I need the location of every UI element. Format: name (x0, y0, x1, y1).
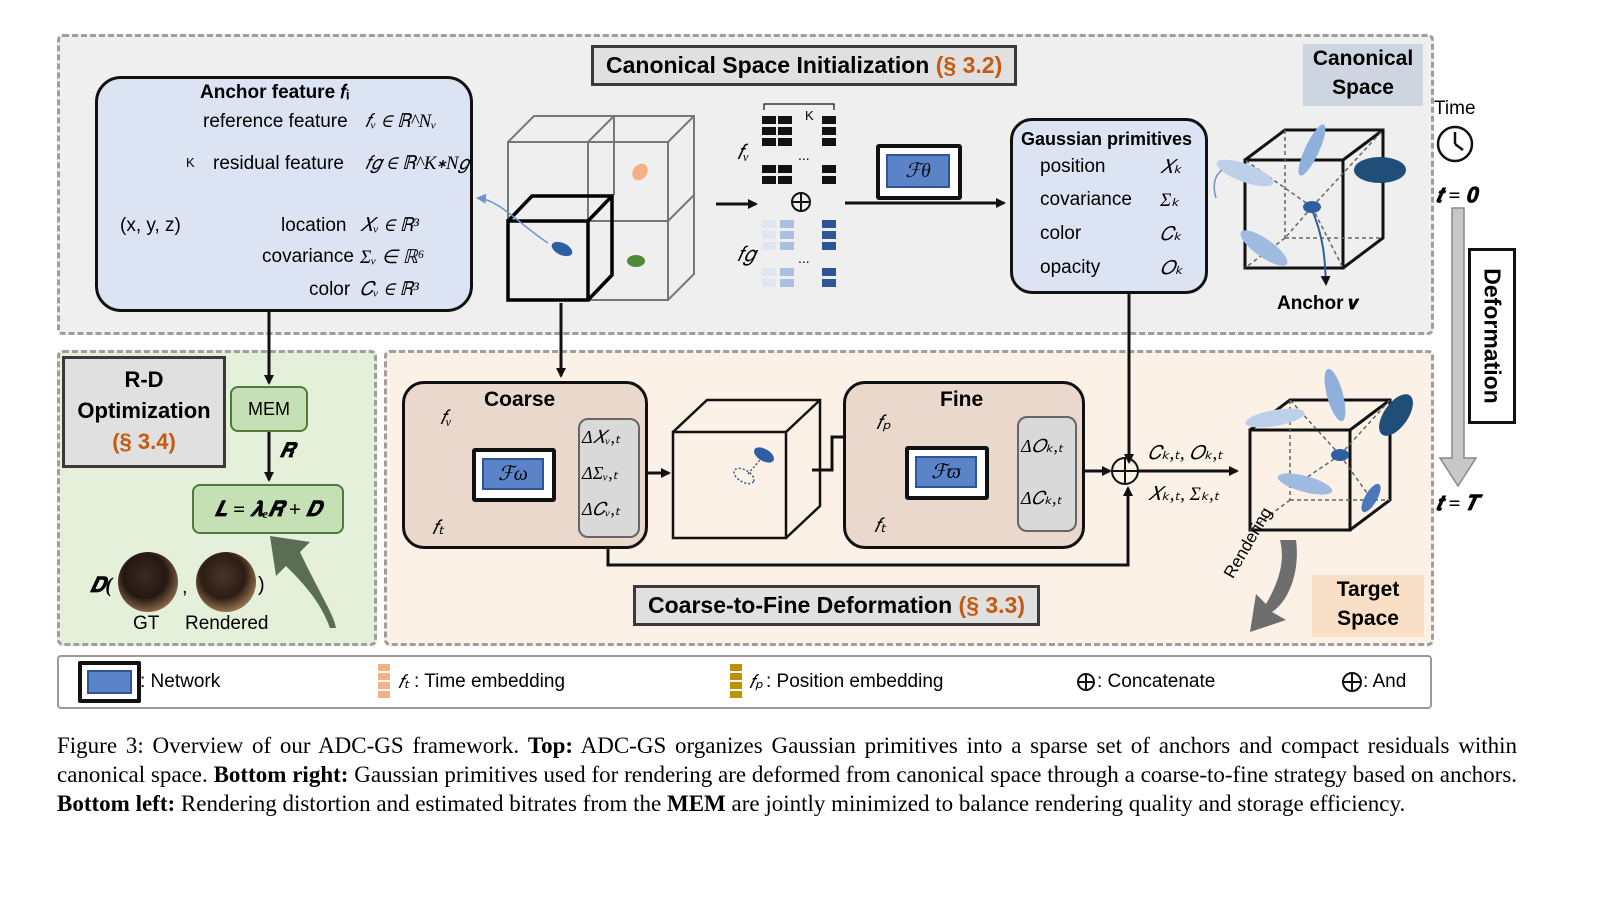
legend-network: : Network (140, 671, 221, 692)
anchor-v-label: Anchor 𝒗 (1277, 293, 1360, 314)
r-label: 𝑹 (280, 440, 295, 462)
color-label: color (309, 279, 351, 300)
gp-position: position (1040, 156, 1106, 177)
coarse-title: Coarse (484, 388, 556, 411)
output-bottom: 𝑋ₖ,ₜ, Σₖ,ₜ (1148, 484, 1220, 505)
residual-feature-math: 𝑓𝑔 ∈ ℝ^K∗N𝑔 (365, 153, 469, 174)
gt-image (118, 552, 178, 612)
legend-concat: : Concatenate (1097, 671, 1216, 692)
fine-delta-c: Δ𝐶ₖ,ₜ (1021, 488, 1062, 508)
green-gaussian (627, 255, 645, 267)
tT-label: 𝒕 = 𝑻 (1436, 491, 1478, 515)
gp-position-sym: 𝑋ₖ (1160, 157, 1182, 178)
fg-label: 𝑓𝑔 (737, 242, 756, 266)
rd-title-box: R-D Optimization (§ 3.4) (62, 356, 226, 468)
close-paren: ) (258, 574, 265, 596)
f-varpi-label: ℱϖ (915, 456, 977, 488)
legend-and-icon (1342, 672, 1362, 692)
fv-dots: ... (798, 147, 810, 163)
fine-ft: 𝑓ₜ (874, 515, 887, 537)
highlighted-voxel (506, 194, 614, 302)
time-label: Time (1434, 98, 1476, 119)
feedback-arrow (270, 536, 336, 628)
gp-color-sym: 𝐶ₖ (1160, 224, 1182, 245)
loss-box: 𝑳 = 𝝀ₑ𝑹 + 𝑫 (192, 484, 344, 534)
legend-time-icon (378, 664, 390, 700)
figure-caption: Figure 3: Overview of our ADC-GS framewo… (57, 733, 1518, 816)
legend-pos: : Position embedding (766, 671, 944, 692)
xyz-label: (x, y, z) (120, 215, 181, 236)
residual-feature-label: residual feature (213, 153, 344, 174)
coarse-ft: 𝑓ₜ (432, 517, 445, 539)
anchor-feature-title: Anchor feature 𝑓ᵢ (200, 82, 350, 103)
gp-opacity: opacity (1040, 257, 1101, 278)
legend-pos-sym: 𝑓ₚ (749, 672, 764, 693)
gp-covariance-sym: Σₖ (1160, 190, 1180, 211)
gp-covariance: covariance (1040, 189, 1132, 210)
gt-label: GT (133, 613, 160, 634)
color-math: 𝐶ᵥ ∈ ℝ³ (360, 279, 419, 300)
anchor-gaussian (551, 241, 573, 257)
fine-title: Fine (940, 388, 984, 411)
canonical-cube (1243, 128, 1385, 270)
clock-icon (1436, 125, 1474, 163)
gp-opacity-sym: 𝑂ₖ (1160, 258, 1183, 279)
fine-delta-box (1017, 416, 1077, 532)
gp-color: color (1040, 223, 1082, 244)
covariance-math: Σᵥ ∈ ℝ⁶ (360, 247, 425, 268)
fine-delta-o: Δ𝑂ₖ,ₜ (1021, 436, 1064, 456)
mem-box: MEM (230, 386, 308, 432)
coarse-fv: 𝑓ᵥ (440, 407, 452, 429)
fv-matrix (762, 116, 836, 184)
legend-concat-icon (1077, 673, 1095, 691)
network-f-theta: ℱθ (876, 144, 962, 200)
legend-time: : Time embedding (414, 671, 566, 692)
anchor-feature-panel (95, 76, 473, 312)
legend-network-icon (78, 661, 141, 703)
f-omega-label: ℱω (482, 458, 544, 490)
deformation-label-box: Deformation (1468, 248, 1516, 424)
orange-gaussian (632, 163, 648, 181)
comma: , (182, 576, 188, 598)
legend-and: : And (1363, 671, 1407, 692)
covariance-label: covariance (262, 246, 354, 267)
d-open: 𝑫( (90, 573, 113, 597)
reference-feature-label: reference feature (203, 111, 348, 132)
output-top: 𝐶ₖ,ₜ, 𝑂ₖ,ₜ (1148, 443, 1223, 464)
reference-feature-math: 𝑓ᵥ ∈ ℝ^Nᵥ (365, 111, 437, 132)
c2f-title: Coarse-to-Fine Deformation (§ 3.3) (633, 585, 1041, 626)
fg-dots: ... (798, 250, 810, 266)
gaussian-primitives-panel (1010, 118, 1208, 294)
location-label: location (281, 215, 347, 236)
rendered-image (196, 552, 256, 612)
deformation-arrow (1438, 207, 1478, 488)
legend-time-sym: 𝑓ₜ (398, 672, 410, 693)
f-theta-label: ℱθ (886, 154, 950, 188)
canonical-title: Canonical Space Initialization (§ 3.2) (591, 45, 1018, 86)
coarse-delta-sigma: ΔΣᵥ,ₜ (582, 463, 619, 483)
deformation-label: Deformation (1479, 268, 1506, 404)
coarse-delta-c: Δ𝐶ᵥ,ₜ (582, 499, 621, 519)
fg-matrix (762, 220, 836, 287)
legend (57, 655, 1432, 709)
t0-label: 𝒕 = 𝟎 (1436, 183, 1478, 207)
gaussian-title: Gaussian primitives (1021, 129, 1193, 149)
network-f-omega: ℱω (472, 448, 556, 502)
rendered-label: Rendered (185, 613, 269, 634)
coarse-delta-box (578, 418, 640, 538)
fv-label: 𝑓ᵥ (737, 140, 750, 164)
coarse-delta-x: Δ𝑋ᵥ,ₜ (582, 427, 621, 447)
k-label: K (805, 108, 814, 123)
legend-pos-icon (730, 664, 742, 700)
concat-symbol (791, 192, 811, 212)
rendering-arrow (1250, 540, 1297, 632)
fine-fp: 𝑓ₚ (876, 412, 891, 434)
residual-k-label: K (186, 155, 195, 170)
location-math: 𝑋ᵥ ∈ ℝ³ (360, 215, 419, 236)
network-f-varpi: ℱϖ (905, 446, 989, 500)
